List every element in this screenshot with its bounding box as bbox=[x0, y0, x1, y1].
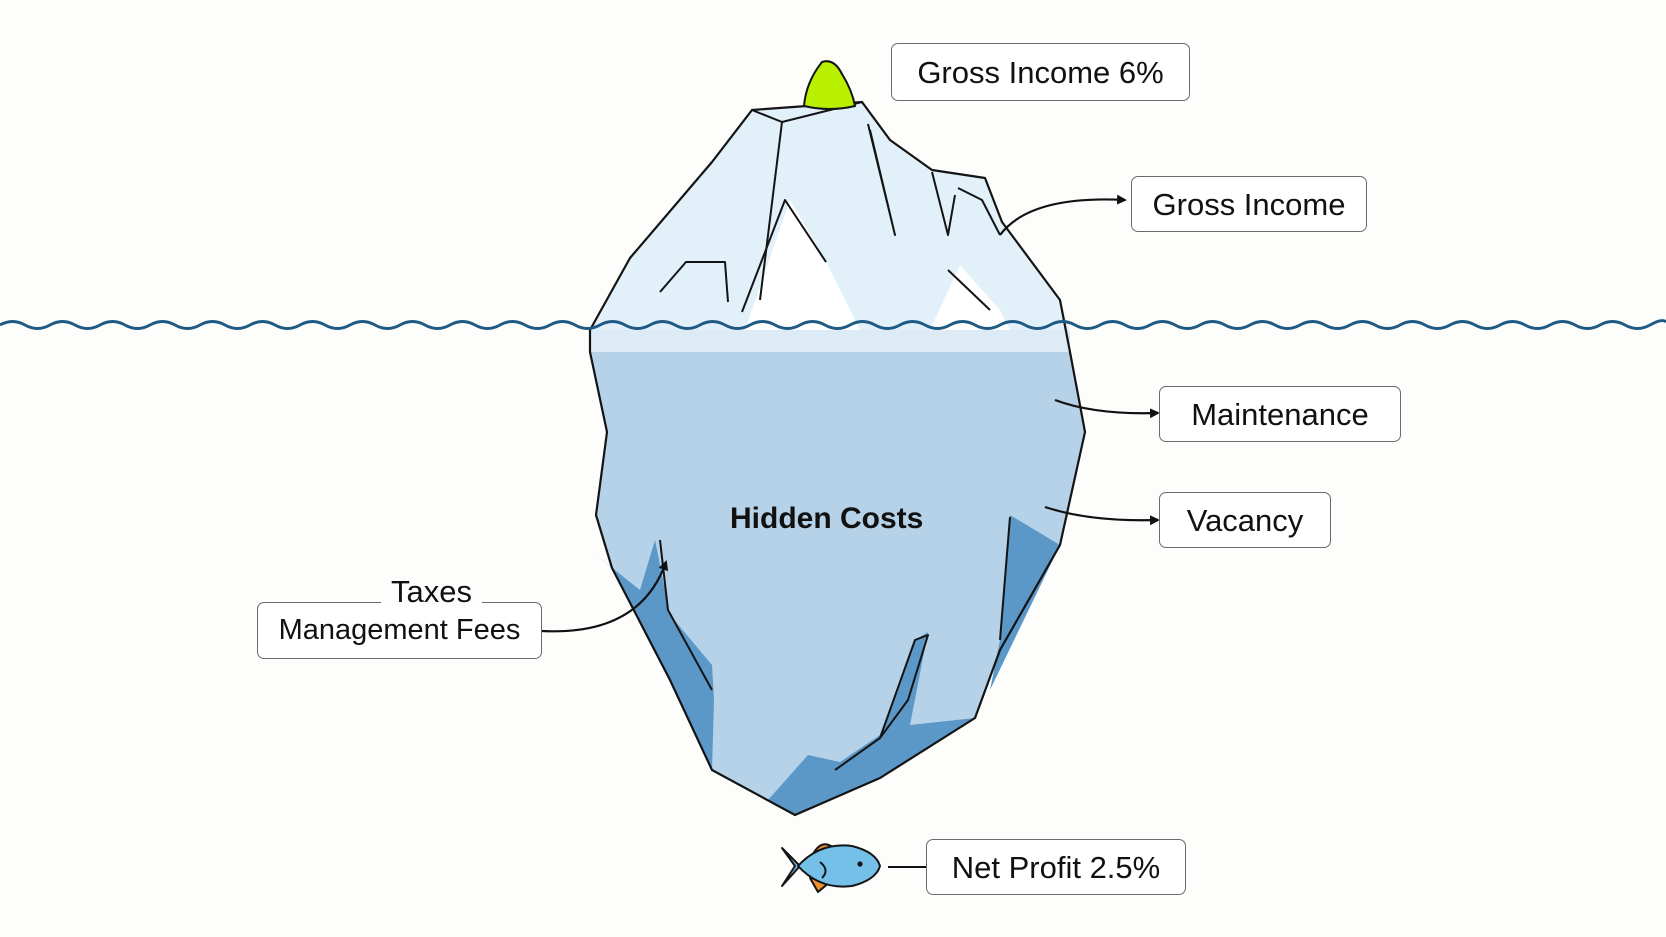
arrow-taxes-fees bbox=[541, 560, 669, 633]
arrow-gross-income bbox=[999, 194, 1127, 236]
label-hidden-costs: Hidden Costs bbox=[730, 502, 924, 535]
iceberg-top-highlight bbox=[745, 200, 860, 330]
label-vacancy: Vacancy bbox=[1159, 492, 1331, 548]
arrow-vacancy bbox=[1044, 505, 1160, 526]
water-line bbox=[0, 319, 1666, 330]
label-maintenance: Maintenance bbox=[1159, 386, 1401, 442]
label-management-fees: Management Fees bbox=[257, 602, 542, 659]
label-taxes: Taxes bbox=[381, 576, 482, 607]
arrow-maintenance bbox=[1054, 398, 1160, 419]
underwater-glow bbox=[590, 330, 1070, 352]
iceberg-top-highlight-2 bbox=[930, 265, 1010, 330]
green-peak-icon bbox=[802, 60, 857, 110]
label-gross-income-6: Gross Income 6% bbox=[891, 43, 1190, 101]
label-gross-income: Gross Income bbox=[1131, 176, 1367, 232]
iceberg-shadow-bottom bbox=[768, 632, 975, 815]
fish-icon bbox=[781, 843, 881, 893]
label-net-profit: Net Profit 2.5% bbox=[926, 839, 1186, 895]
